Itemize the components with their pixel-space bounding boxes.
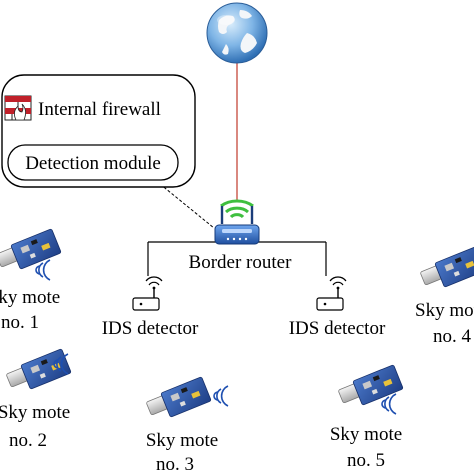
sky-mote-icon (337, 364, 404, 406)
ids-detector-label-right: IDS detector (289, 318, 386, 339)
sky-mote-icon (419, 246, 474, 288)
mote-4-number: no. 4 (433, 326, 472, 347)
detection-callout-line (159, 183, 215, 229)
firewall-icon (4, 95, 32, 121)
border-router-label: Border router (189, 252, 293, 273)
wireless-signal-icon (381, 393, 397, 415)
mote-1-number: no. 1 (1, 312, 39, 333)
mote-3-number: no. 3 (156, 454, 194, 474)
internal-firewall-label: Internal firewall (38, 99, 161, 120)
sky-mote-icon (0, 228, 62, 270)
mote-1-name: Sky mote (0, 287, 60, 308)
detection-module-box (7, 144, 179, 181)
detection-module-label: Detection module (25, 153, 161, 174)
wireless-signal-icon (213, 385, 229, 407)
security-callout: Internal firewall Detection module (1, 74, 196, 188)
globe-icon (206, 2, 268, 64)
mote-5-number: no. 5 (347, 450, 385, 471)
mote-2-name: Sky mote (0, 402, 70, 423)
ids-detector-label-left: IDS detector (102, 318, 199, 339)
mote-2-number: no. 2 (9, 430, 47, 451)
wireless-signal-icon (35, 259, 51, 281)
mote-3-name: Sky mote (146, 430, 218, 451)
mote-4-name: Sky mote (415, 300, 474, 321)
router-icon (214, 199, 260, 245)
mote-5-name: Sky mote (330, 424, 402, 445)
ids-detector-icon (132, 276, 163, 311)
sky-mote-icon (145, 376, 212, 418)
sky-mote-icon (5, 348, 72, 390)
ids-detector-icon (316, 276, 347, 311)
